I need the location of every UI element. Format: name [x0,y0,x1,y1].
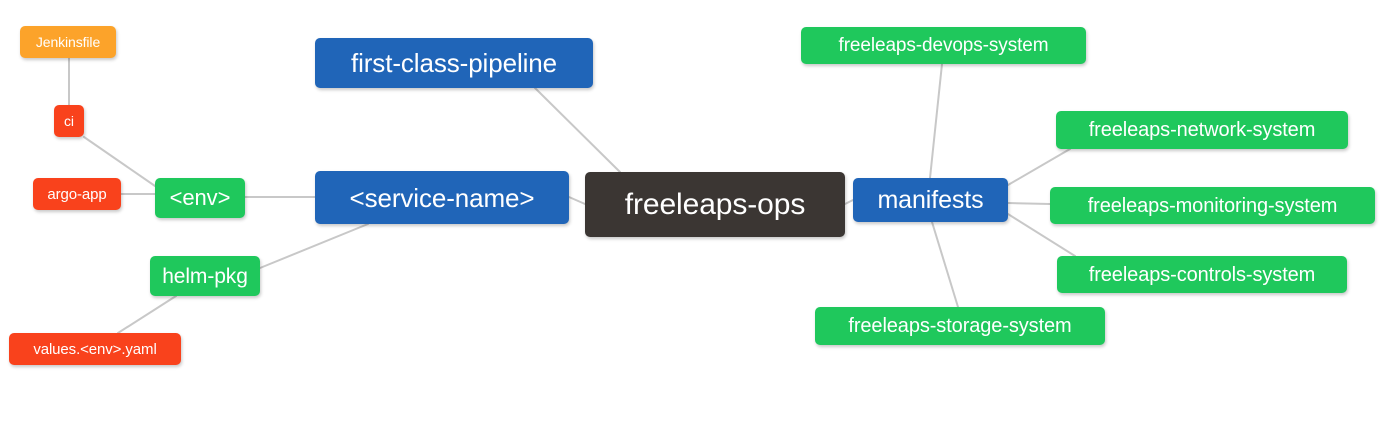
edge-manifests-to-freeleaps-network-system [1007,148,1071,186]
node-label-freeleaps-monitoring-system: freeleaps-monitoring-system [1087,194,1338,217]
node-freeleaps-monitoring-system[interactable]: freeleaps-monitoring-system [1050,187,1375,224]
node-label-jenkinsfile: Jenkinsfile [35,34,101,50]
node-label-freeleaps-devops-system: freeleaps-devops-system [838,35,1049,56]
node-label-first-class-pipeline: first-class-pipeline [350,48,558,78]
node-service-name[interactable]: <service-name> [315,171,569,224]
node-values-env-yaml[interactable]: values.<env>.yaml [9,333,181,365]
node-freeleaps-storage-system[interactable]: freeleaps-storage-system [815,307,1105,345]
node-label-freeleaps-controls-system: freeleaps-controls-system [1088,263,1316,286]
edge-manifests-to-freeleaps-monitoring-system [1007,202,1051,205]
node-label-env: <env> [169,185,231,210]
node-label-argo-app: argo-app [47,185,107,203]
edge-manifests-to-freeleaps-devops-system [929,63,943,179]
edge-freeleaps-ops-to-manifests [844,199,854,205]
node-label-freeleaps-ops: freeleaps-ops [624,187,806,221]
node-freeleaps-network-system[interactable]: freeleaps-network-system [1056,111,1348,149]
node-label-ci: ci [64,113,74,129]
node-helm-pkg[interactable]: helm-pkg [150,256,260,296]
node-manifests[interactable]: manifests [853,178,1008,222]
node-ci[interactable]: ci [54,105,84,137]
node-label-helm-pkg: helm-pkg [162,264,248,288]
edge-freeleaps-ops-to-service-name [568,196,586,205]
edge-manifests-to-freeleaps-storage-system [931,221,959,308]
node-label-manifests: manifests [877,185,984,214]
node-freeleaps-controls-system[interactable]: freeleaps-controls-system [1057,256,1347,293]
node-argo-app[interactable]: argo-app [33,178,121,210]
node-freeleaps-devops-system[interactable]: freeleaps-devops-system [801,27,1086,64]
node-label-service-name: <service-name> [349,182,535,213]
edge-freeleaps-ops-to-first-class-pipeline [534,87,621,173]
node-jenkinsfile[interactable]: Jenkinsfile [20,26,116,58]
node-env[interactable]: <env> [155,178,245,218]
node-freeleaps-ops[interactable]: freeleaps-ops [585,172,845,237]
node-label-freeleaps-network-system: freeleaps-network-system [1088,119,1316,141]
edge-service-name-to-helm-pkg [259,223,369,269]
node-first-class-pipeline[interactable]: first-class-pipeline [315,38,593,88]
node-label-freeleaps-storage-system: freeleaps-storage-system [848,315,1072,337]
node-label-values-env-yaml: values.<env>.yaml [33,340,157,358]
edge-helm-pkg-to-values-env-yaml [117,295,177,334]
